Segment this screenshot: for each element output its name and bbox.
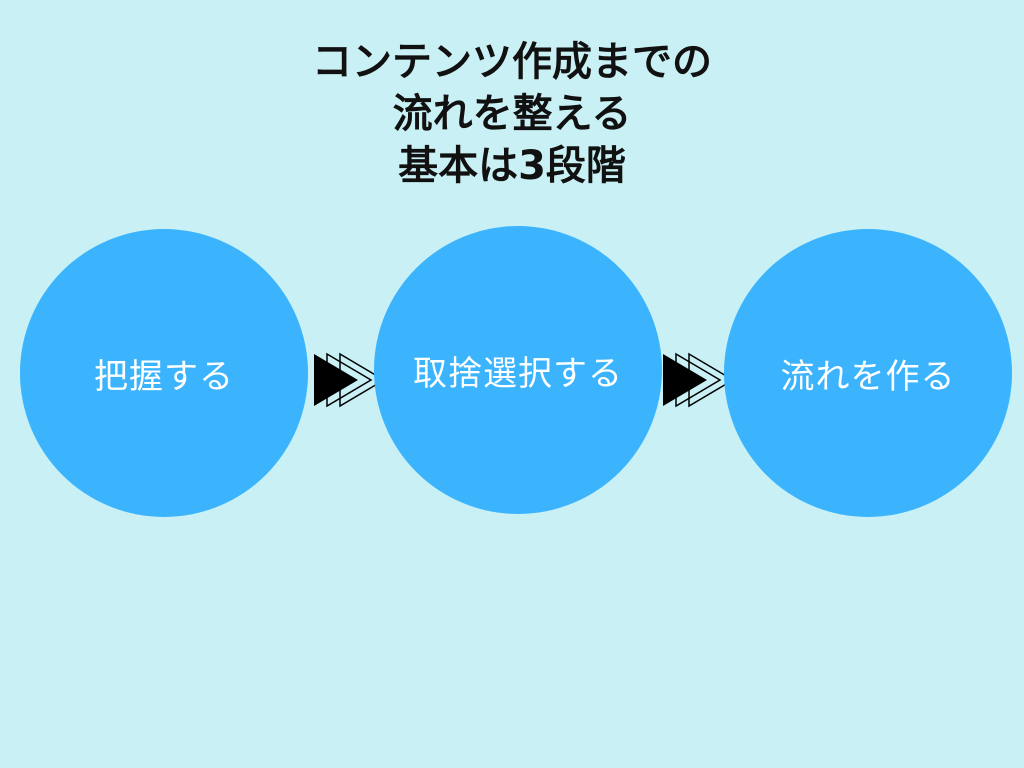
title-line-1: コンテンツ作成までの xyxy=(312,39,712,85)
step-circle-select: 取捨選択する xyxy=(374,226,662,514)
step-label-flow: 流れを作る xyxy=(780,356,956,397)
step-circle-flow: 流れを作る xyxy=(724,229,1012,517)
title-line-2: 流れを整える xyxy=(392,91,632,137)
step-label-select: 取捨選択する xyxy=(413,353,623,394)
step-circle-grasp: 把握する xyxy=(20,229,308,517)
title-line-3: 基本は3段階 xyxy=(398,143,626,189)
step-label-grasp: 把握する xyxy=(94,356,234,397)
page-title: コンテンツ作成までの 流れを整える 基本は3段階 xyxy=(0,36,1024,192)
triple-chevron-arrow-icon xyxy=(663,352,735,408)
triple-chevron-arrow-icon xyxy=(314,352,386,408)
